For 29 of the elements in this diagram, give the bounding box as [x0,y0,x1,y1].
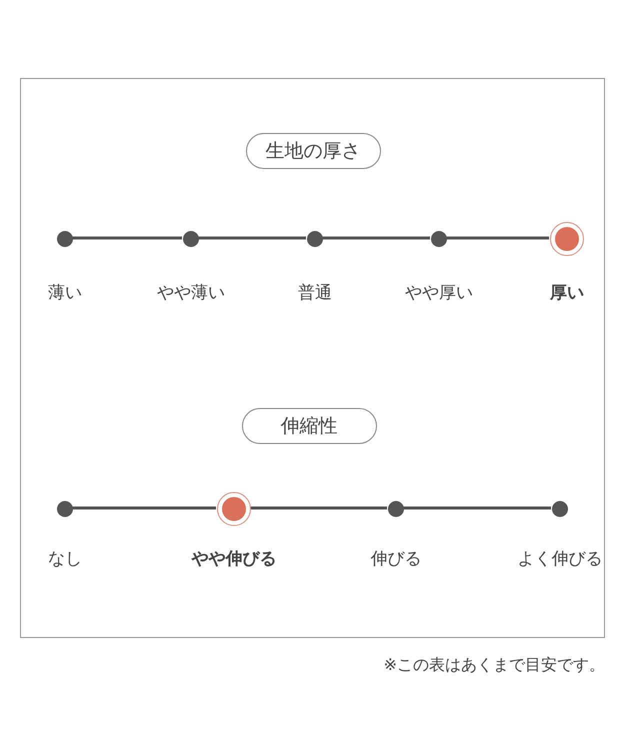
scale-label: 普通 [298,282,332,304]
scale-dot [307,231,323,247]
scale-dot [431,231,447,247]
scale-title: 生地の厚さ [246,133,380,169]
selected-marker [550,222,584,256]
scale-label: やや伸びる [192,548,276,570]
scale-line [72,506,216,510]
chart-frame [20,78,605,638]
scale-dot [552,501,568,517]
scale-label: よく伸びる [518,548,602,570]
scale-dot [183,231,199,247]
note-text: ※この表はあくまで目安です。 [384,655,605,676]
scale-label: やや薄い [157,282,225,304]
scale-line [72,236,182,240]
scale-label: やや厚い [405,282,473,304]
selected-marker [217,492,251,526]
scale-line [198,236,306,240]
scale-line [446,236,549,240]
scale-dot [57,231,73,247]
scale-label: 伸びる [370,548,422,570]
scale-line [250,506,387,510]
scale-dot [388,501,404,517]
scale-title: 伸縮性 [242,408,376,444]
scale-label: 厚い [550,282,584,304]
scale-dot [57,501,73,517]
scale-line [403,506,551,510]
scale-label: なし [48,548,82,570]
scale-label: 薄い [48,282,82,304]
scale-line [322,236,430,240]
